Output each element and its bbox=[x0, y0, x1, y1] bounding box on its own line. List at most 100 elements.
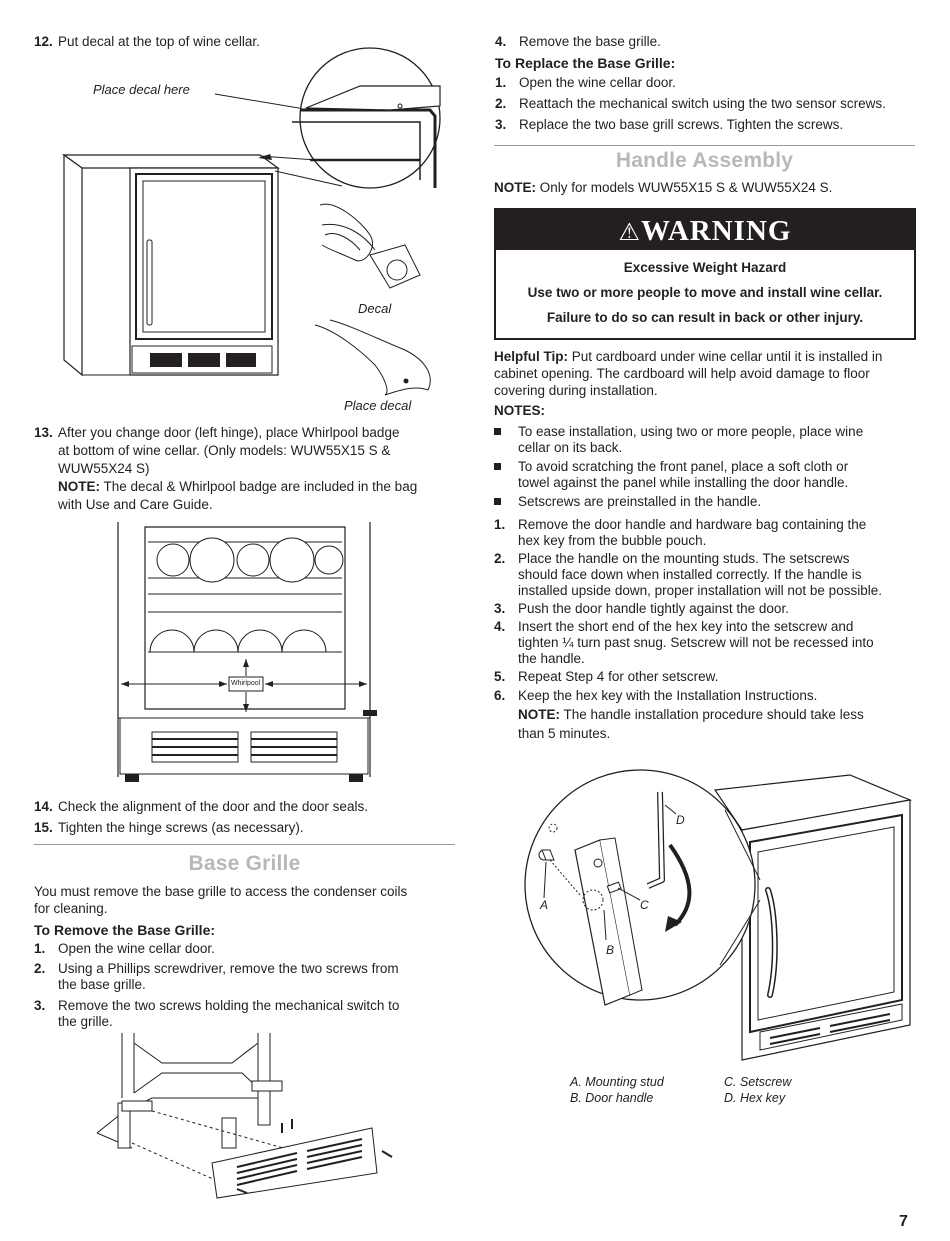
step-text: WUW55X24 S) bbox=[58, 461, 150, 476]
section-title-handle-assembly: Handle Assembly bbox=[615, 149, 794, 172]
step-text: Replace the two base grill screws. Tight… bbox=[519, 117, 844, 132]
remove-grille-heading: To Remove the Base Grille: bbox=[34, 922, 216, 938]
page-number: 7 bbox=[899, 1213, 908, 1230]
step-number: 4. bbox=[495, 34, 507, 49]
step-text: Remove the base grille. bbox=[519, 34, 661, 49]
step-number: 3. bbox=[495, 117, 507, 132]
base-grille-illustration bbox=[92, 1033, 402, 1203]
step-number: 1. bbox=[34, 941, 46, 956]
base-grille-figure bbox=[92, 1033, 402, 1203]
bullet-text: Setscrews are preinstalled in the handle… bbox=[518, 494, 762, 509]
step-text: tighten ¼ turn past snug. Setscrew will … bbox=[518, 635, 874, 650]
step-number: 3. bbox=[34, 998, 46, 1013]
warning-box: ⚠WARNING Excessive Weight Hazard Use two… bbox=[494, 208, 916, 340]
step-text: Remove the two screws holding the mechan… bbox=[58, 998, 400, 1013]
base-grille-intro: You must remove the base grille to acces… bbox=[34, 884, 454, 917]
step-text: Reattach the mechanical switch using the… bbox=[519, 96, 886, 111]
replace-grille-heading: To Replace the Base Grille: bbox=[495, 55, 676, 71]
warning-title: WARNING bbox=[641, 215, 792, 247]
step-text: Open the wine cellar door. bbox=[519, 75, 676, 90]
tip-text: covering during installation. bbox=[494, 383, 658, 398]
label-b: B bbox=[606, 943, 615, 957]
step-text: should face down when installed correctl… bbox=[518, 567, 862, 582]
decal-figure bbox=[60, 50, 450, 420]
note-text: than 5 minutes. bbox=[518, 726, 611, 741]
step-text: the handle. bbox=[518, 651, 585, 666]
legend-door-handle: B. Door handle bbox=[570, 1091, 654, 1105]
step-text: installed upside down, proper installati… bbox=[518, 583, 882, 598]
step-text: Using a Phillips screwdriver, remove the… bbox=[58, 961, 399, 976]
legend-mounting-stud: A. Mounting stud bbox=[570, 1075, 664, 1089]
helpful-tip: Helpful Tip: Put cardboard under wine ce… bbox=[494, 349, 919, 399]
legend-hex-key: D. Hex key bbox=[724, 1091, 786, 1105]
badge-figure: Whirlpool bbox=[115, 522, 377, 787]
badge-illustration bbox=[115, 522, 377, 782]
step-13: 13. After you change door (left hinge), … bbox=[34, 425, 454, 515]
section-divider bbox=[494, 145, 915, 146]
step-number: 12. bbox=[34, 34, 53, 49]
step-text: the grille. bbox=[58, 1014, 113, 1029]
legend-setscrew: C. Setscrew bbox=[724, 1075, 792, 1089]
step-text: Tighten the hinge screws (as necessary). bbox=[58, 820, 304, 835]
warning-header: ⚠WARNING bbox=[496, 210, 914, 250]
step-text: After you change door (left hinge), plac… bbox=[58, 425, 400, 440]
note-text: The handle installation procedure should… bbox=[560, 707, 864, 722]
step-text: hex key from the bubble pouch. bbox=[518, 533, 707, 548]
note-label: NOTE: bbox=[494, 180, 536, 195]
tip-text: Put cardboard under wine cellar until it… bbox=[568, 349, 883, 364]
bullet-icon bbox=[494, 463, 501, 470]
bullet-icon bbox=[494, 498, 501, 505]
note-text: The decal & Whirlpool badge are included… bbox=[100, 479, 418, 494]
step-number: 2. bbox=[495, 96, 507, 111]
warning-line: Use two or more people to move and insta… bbox=[527, 285, 883, 300]
warning-triangle-icon: ⚠ bbox=[618, 218, 642, 246]
step-text: at bottom of wine cellar. (Only models: … bbox=[58, 443, 391, 458]
step-number: 3. bbox=[494, 601, 506, 616]
step-number: 5. bbox=[494, 669, 506, 684]
whirlpool-badge: Whirlpool bbox=[231, 680, 261, 687]
step-text: Insert the short end of the hex key into… bbox=[518, 619, 854, 634]
step-text: Keep the hex key with the Installation I… bbox=[518, 688, 818, 703]
bullet-text: To avoid scratching the front panel, pla… bbox=[518, 459, 849, 474]
step-number: 6. bbox=[494, 688, 506, 703]
step-number: 14. bbox=[34, 799, 53, 814]
step-number: 13. bbox=[34, 425, 53, 440]
section-divider bbox=[34, 844, 455, 845]
handle-note: NOTE: Only for models WUW55X15 S & WUW55… bbox=[494, 180, 832, 196]
step-text: Remove the door handle and hardware bag … bbox=[518, 517, 867, 532]
notes-heading: NOTES: bbox=[494, 403, 546, 418]
note-label: NOTE: bbox=[518, 707, 560, 722]
step-text: Open the wine cellar door. bbox=[58, 941, 215, 956]
bullet-text: To ease installation, using two or more … bbox=[518, 424, 864, 439]
label-d: D bbox=[676, 813, 685, 827]
paragraph-text: You must remove the base grille to acces… bbox=[34, 884, 408, 899]
step-number: 1. bbox=[494, 517, 506, 532]
step-text: Push the door handle tightly against the… bbox=[518, 601, 789, 616]
caption-place-decal: Place decal bbox=[344, 398, 412, 413]
bullet-text: towel against the panel while installing… bbox=[518, 475, 849, 490]
step-number: 2. bbox=[34, 961, 46, 976]
caption-decal: Decal bbox=[358, 301, 392, 316]
step-text: the base grille. bbox=[58, 977, 146, 992]
label-c: C bbox=[640, 898, 649, 912]
decal-illustration bbox=[60, 50, 450, 420]
bullet-text: cellar on its back. bbox=[518, 440, 623, 455]
step-number: 4. bbox=[494, 619, 506, 634]
step-number: 2. bbox=[494, 551, 506, 566]
handle-figure: A B C D bbox=[520, 770, 915, 1070]
bullet-icon bbox=[494, 428, 501, 435]
note-label: NOTE: bbox=[58, 479, 100, 494]
tip-text: cabinet opening. The cardboard will help… bbox=[494, 366, 870, 381]
label-a: A bbox=[540, 898, 549, 912]
step-text: Check the alignment of the door and the … bbox=[58, 799, 368, 814]
paragraph-text: for cleaning. bbox=[34, 901, 108, 916]
step-number: 15. bbox=[34, 820, 53, 835]
handle-illustration bbox=[520, 770, 915, 1070]
section-title-base-grille: Base Grille bbox=[188, 852, 301, 875]
step-text: Put decal at the top of wine cellar. bbox=[58, 34, 260, 49]
tip-label: Helpful Tip: bbox=[494, 349, 568, 364]
step-number: 1. bbox=[495, 75, 507, 90]
note-text: with Use and Care Guide. bbox=[58, 497, 213, 512]
note-text: Only for models WUW55X15 S & WUW55X24 S. bbox=[536, 180, 833, 195]
caption-place-decal-here: Place decal here bbox=[93, 82, 190, 97]
